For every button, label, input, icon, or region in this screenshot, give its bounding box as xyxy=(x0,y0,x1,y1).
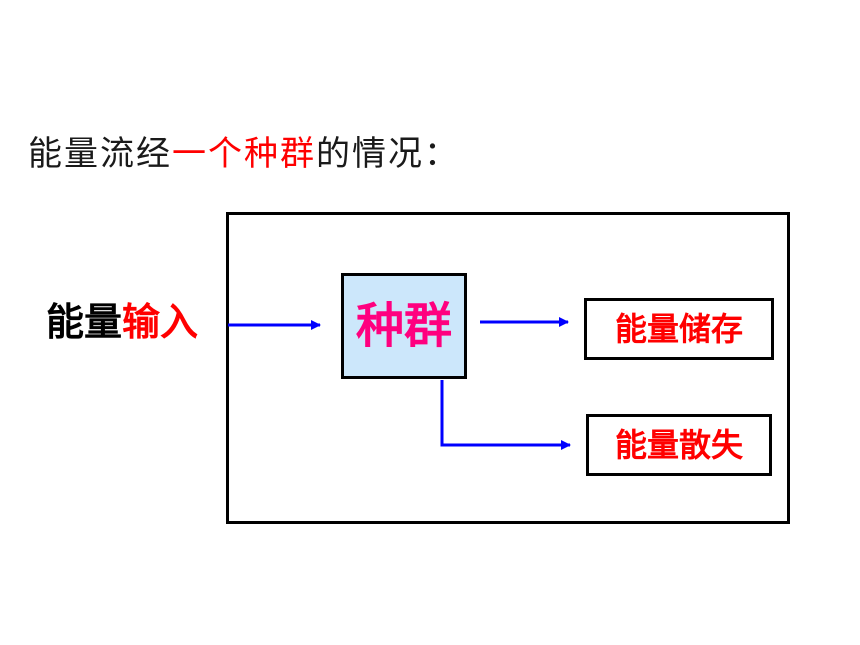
energy-dissipation-label: 能量散失 xyxy=(614,426,743,464)
heading-highlight: 一个种群 xyxy=(172,134,316,174)
population-label: 种群 xyxy=(355,298,452,354)
slide-heading: 能量流经一个种群的情况： xyxy=(28,126,460,182)
population-box: 种群 xyxy=(341,273,467,379)
energy-dissipation-box: 能量散失 xyxy=(586,414,772,476)
heading-prefix: 能量流经 xyxy=(28,134,172,174)
system-frame xyxy=(226,212,790,524)
energy-input-label: 能量输入 xyxy=(46,292,198,352)
input-label-energy: 能量 xyxy=(46,300,123,344)
heading-suffix: 的情况： xyxy=(316,134,460,174)
energy-storage-box: 能量储存 xyxy=(584,298,774,360)
input-label-input: 输入 xyxy=(122,300,199,344)
energy-storage-label: 能量储存 xyxy=(614,310,743,348)
